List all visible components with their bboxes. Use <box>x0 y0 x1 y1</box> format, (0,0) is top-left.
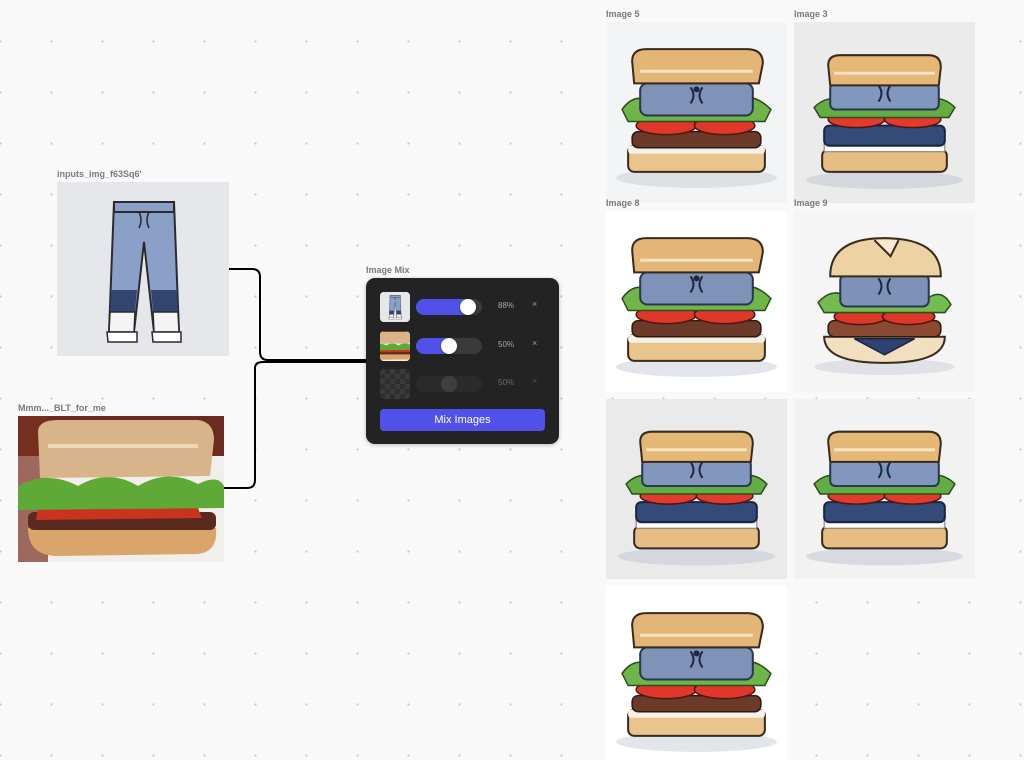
output-image-3[interactable] <box>794 22 975 203</box>
output-label: Image 5 <box>606 9 640 19</box>
output-label: Image 8 <box>606 198 640 208</box>
weight-percent: 50% <box>498 378 515 387</box>
output-image-8[interactable] <box>606 211 787 392</box>
slider-knob[interactable] <box>460 299 476 315</box>
wire-input-2 <box>224 361 366 489</box>
image-mix-panel: 88% × 50% × 50% × Mix Im <box>366 278 559 444</box>
mix-images-button[interactable]: Mix Images <box>380 409 545 431</box>
output-image[interactable] <box>606 399 787 579</box>
slider-knob <box>441 376 457 392</box>
output-label: Image 3 <box>794 9 828 19</box>
weight-slider[interactable] <box>416 299 482 315</box>
weight-slider[interactable] <box>416 338 482 354</box>
input-node-label: inputs_img_f63Sq6' <box>57 169 142 179</box>
remove-icon[interactable]: × <box>532 338 538 348</box>
input-image-pants[interactable] <box>57 182 229 356</box>
output-image[interactable] <box>606 586 787 760</box>
remove-icon: × <box>532 376 538 386</box>
input-node-label: Mmm..._BLT_for_me <box>18 403 106 413</box>
mix-row-blt: 50% × <box>380 331 550 361</box>
mix-thumb-blt <box>380 331 410 361</box>
mix-thumb-pants <box>380 292 410 322</box>
input-image-blt[interactable] <box>18 416 224 562</box>
slider-knob[interactable] <box>441 338 457 354</box>
weight-slider <box>416 376 482 392</box>
weight-percent: 50% <box>498 340 515 349</box>
output-image[interactable] <box>794 399 975 579</box>
mix-row-empty: 50% × <box>380 369 550 399</box>
mix-node-title: Image Mix <box>366 265 410 275</box>
weight-percent: 88% <box>498 301 515 310</box>
output-image-9[interactable] <box>794 211 975 392</box>
output-label: Image 9 <box>794 198 828 208</box>
wire-input-1 <box>229 268 366 361</box>
mix-row-pants: 88% × <box>380 292 550 322</box>
remove-icon[interactable]: × <box>532 299 538 309</box>
slider-fill <box>416 299 474 315</box>
empty-slot-placeholder[interactable] <box>380 369 410 399</box>
output-image-5[interactable] <box>606 22 787 203</box>
